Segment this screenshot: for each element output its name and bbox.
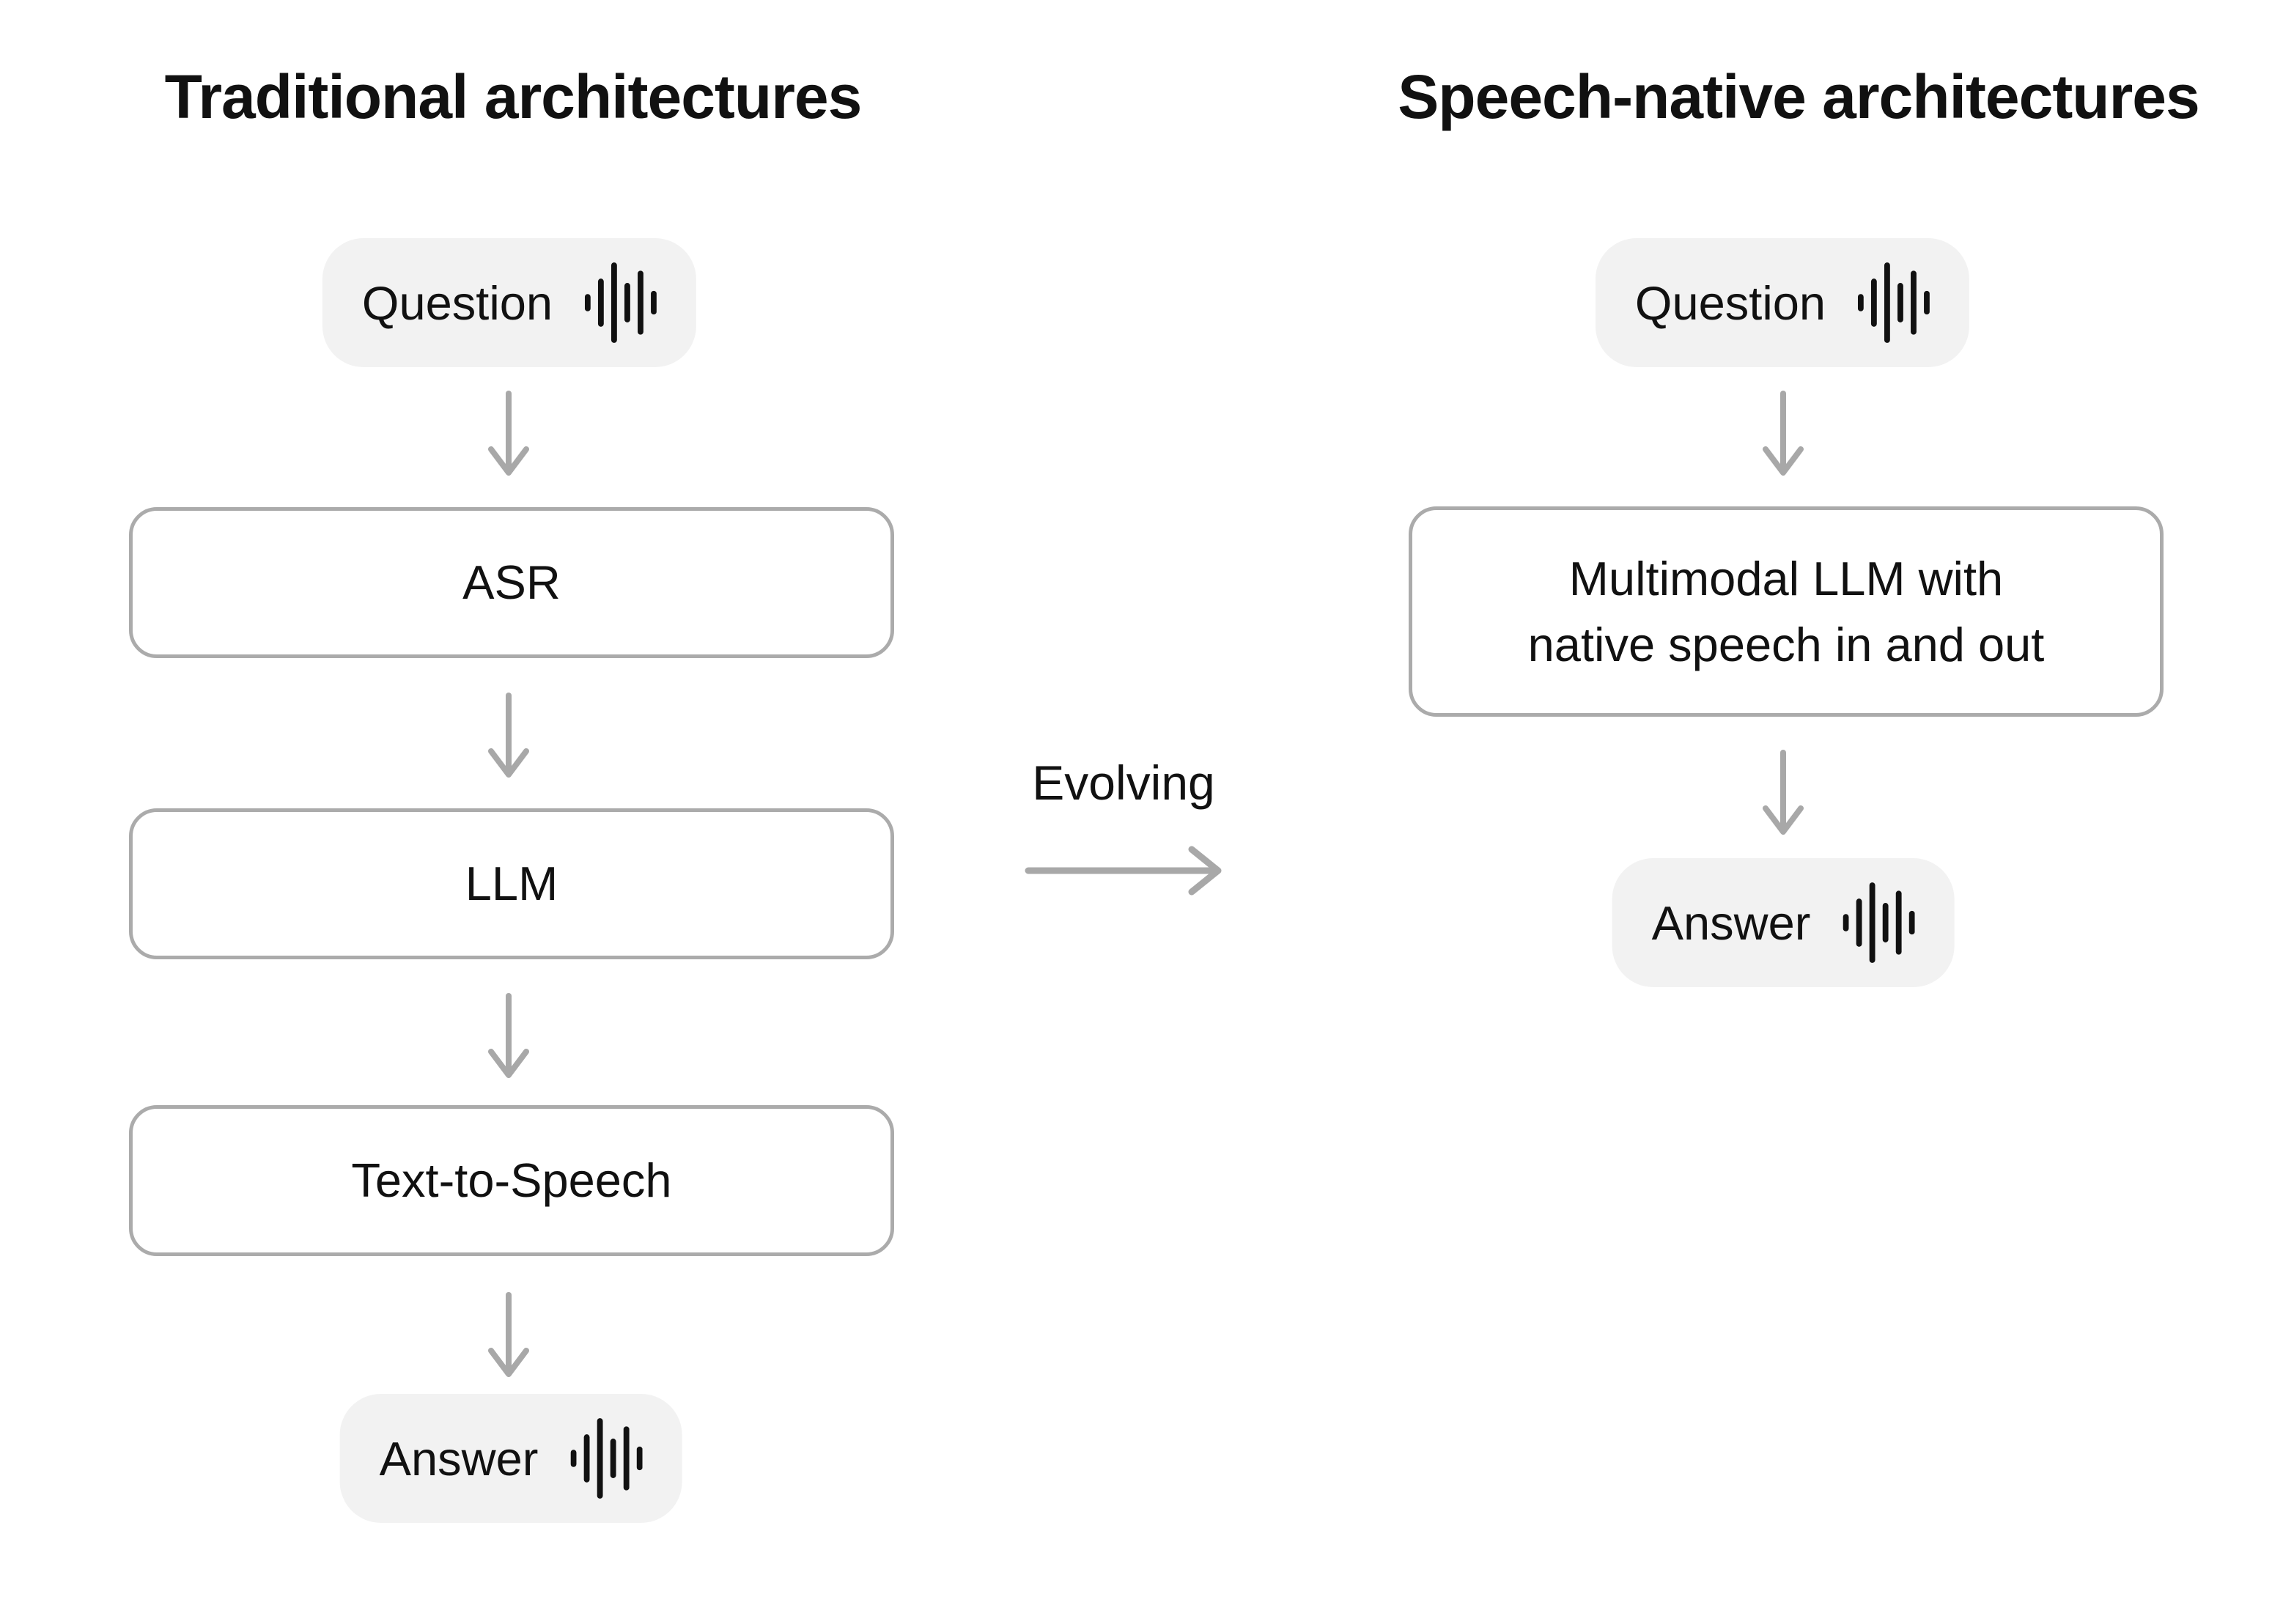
down-arrow-icon	[485, 993, 532, 1081]
asr-label: ASR	[462, 556, 561, 610]
question-label: Question	[361, 276, 553, 330]
down-arrow-icon	[485, 1292, 532, 1380]
right-column-title: Speech-native architectures	[1398, 62, 2199, 131]
answer-pill-speech-native: Answer	[1612, 858, 1955, 987]
left-column-title: Traditional architectures	[164, 62, 863, 131]
multimodal-llm-line1: Multimodal LLM with	[1568, 551, 2004, 605]
multimodal-llm-line2: native speech in and out	[1527, 617, 2045, 671]
answer-pill-traditional: Answer	[339, 1394, 682, 1523]
llm-label: LLM	[465, 857, 558, 911]
waveform-icon	[570, 1418, 643, 1499]
evolving-label: Evolving	[1032, 756, 1215, 810]
down-arrow-icon	[485, 693, 532, 780]
evolving-right-arrow-icon	[1025, 846, 1222, 896]
text-to-speech-label: Text-to-Speech	[351, 1154, 672, 1208]
waveform-icon	[1858, 262, 1930, 343]
text-to-speech-box: Text-to-Speech	[129, 1105, 894, 1256]
waveform-icon	[585, 262, 657, 343]
question-label: Question	[1634, 276, 1826, 330]
question-pill-speech-native: Question	[1595, 238, 1970, 367]
answer-label: Answer	[379, 1431, 539, 1485]
multimodal-llm-label: Multimodal LLM with native speech in and…	[1528, 546, 2045, 677]
question-pill-traditional: Question	[322, 238, 697, 367]
llm-box: LLM	[129, 808, 894, 959]
multimodal-llm-box: Multimodal LLM with native speech in and…	[1409, 506, 2164, 717]
down-arrow-icon	[1760, 750, 1807, 838]
down-arrow-icon	[1760, 391, 1807, 479]
down-arrow-icon	[485, 391, 532, 479]
asr-box: ASR	[129, 507, 894, 658]
waveform-icon	[1843, 882, 1915, 963]
answer-label: Answer	[1651, 896, 1811, 950]
